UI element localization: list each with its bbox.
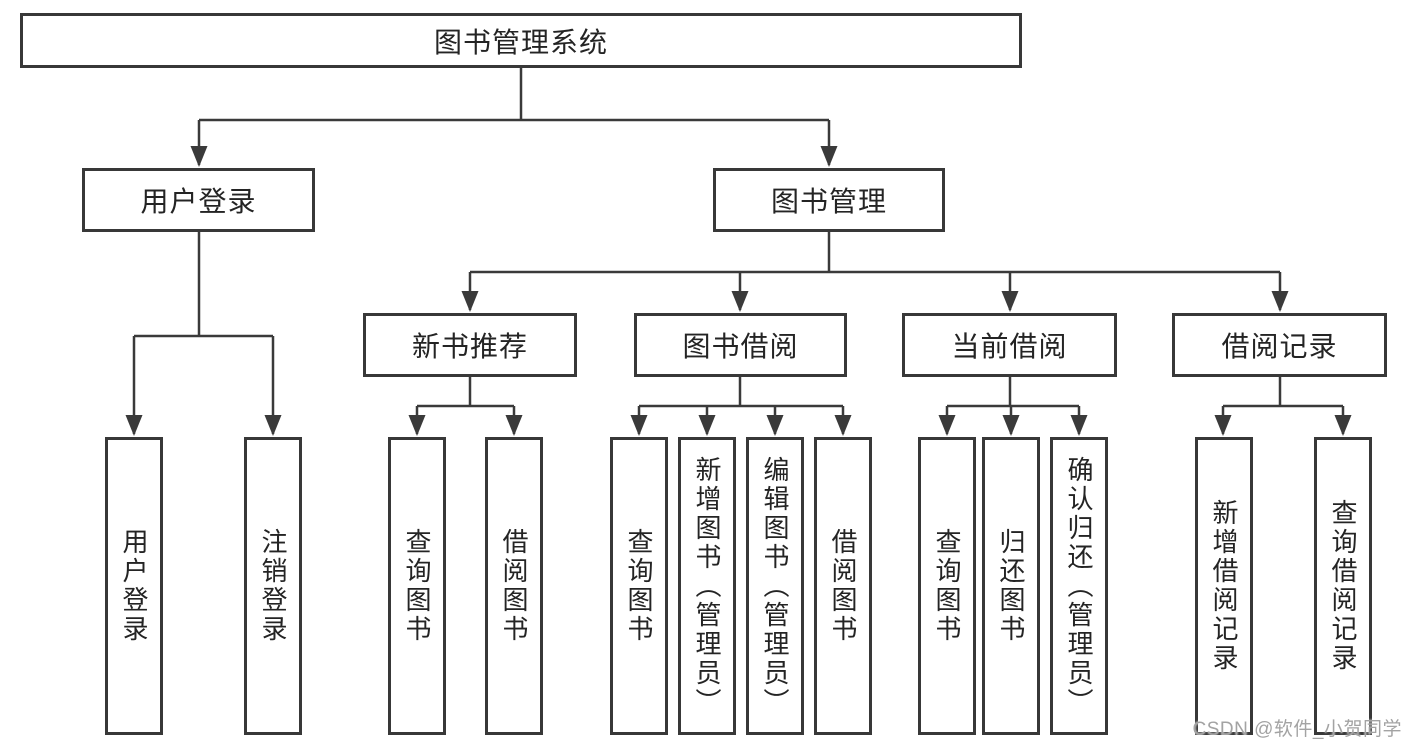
leaf-confirm-return-admin-label: 确认归还（管理员） (1064, 455, 1094, 717)
node-book-borrow-label: 图书借阅 (682, 331, 799, 362)
leaf-borrow-book-2-label: 借阅图书 (828, 528, 858, 644)
leaf-confirm-return-admin: 确认归还（管理员） (1050, 437, 1108, 735)
leaf-query-borrow-record: 查询借阅记录 (1314, 437, 1372, 735)
leaf-query-book-1: 查询图书 (388, 437, 446, 735)
node-borrow-record-label: 借阅记录 (1221, 331, 1338, 362)
leaf-edit-book-admin-label: 编辑图书（管理员） (760, 455, 790, 717)
leaf-query-book-3-label: 查询图书 (932, 528, 962, 644)
leaf-user-login: 用户登录 (105, 437, 163, 735)
node-user-login-label: 用户登录 (140, 186, 257, 217)
node-current-borrow-label: 当前借阅 (951, 331, 1068, 362)
csdn-watermark: CSDN @软件_小贺同学 (1192, 719, 1402, 740)
node-book-management-label: 图书管理 (770, 186, 887, 217)
leaf-return-book-label: 归还图书 (996, 528, 1026, 644)
leaf-user-login-label: 用户登录 (119, 528, 149, 644)
leaf-query-borrow-record-label: 查询借阅记录 (1328, 499, 1358, 673)
node-user-login: 用户登录 (82, 168, 315, 232)
node-new-book-recommend-label: 新书推荐 (411, 331, 528, 362)
leaf-edit-book-admin: 编辑图书（管理员） (746, 437, 804, 735)
leaf-query-book-3: 查询图书 (918, 437, 976, 735)
leaf-borrow-book-1: 借阅图书 (485, 437, 543, 735)
leaf-add-borrow-record-label: 新增借阅记录 (1209, 499, 1239, 673)
leaf-query-book-1-label: 查询图书 (402, 528, 432, 644)
leaf-add-borrow-record: 新增借阅记录 (1195, 437, 1253, 735)
leaf-borrow-book-1-label: 借阅图书 (499, 528, 529, 644)
node-book-management: 图书管理 (713, 168, 945, 232)
leaf-query-book-2-label: 查询图书 (624, 528, 654, 644)
node-current-borrow: 当前借阅 (902, 313, 1117, 377)
leaf-add-book-admin: 新增图书（管理员） (678, 437, 736, 735)
leaf-query-book-2: 查询图书 (610, 437, 668, 735)
leaf-logout-label: 注销登录 (258, 528, 288, 644)
node-new-book-recommend: 新书推荐 (363, 313, 577, 377)
node-borrow-record: 借阅记录 (1172, 313, 1387, 377)
leaf-logout: 注销登录 (244, 437, 302, 735)
trunk-lines (134, 68, 1343, 408)
leaf-borrow-book-2: 借阅图书 (814, 437, 872, 735)
node-book-borrow: 图书借阅 (634, 313, 847, 377)
node-root-system-label: 图书管理系统 (433, 26, 608, 58)
leaf-return-book: 归还图书 (982, 437, 1040, 735)
node-root-system: 图书管理系统 (20, 13, 1022, 68)
leaf-add-book-admin-label: 新增图书（管理员） (692, 455, 722, 717)
